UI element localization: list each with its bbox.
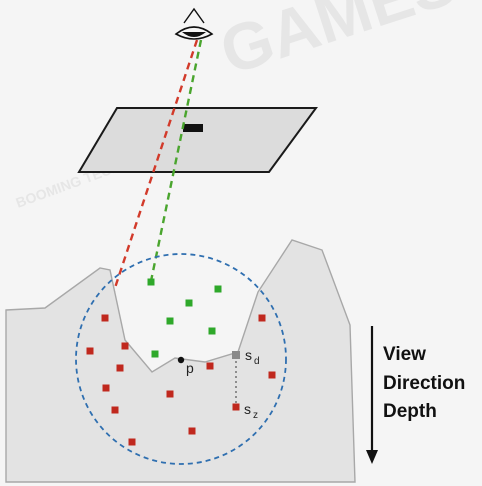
ray-to-occluded-sample <box>103 39 199 319</box>
sample-red <box>128 438 136 446</box>
point-p-marker <box>177 356 185 364</box>
sample-red <box>166 390 174 398</box>
label-sz-sub: z <box>253 410 258 421</box>
label-direction: Direction <box>383 373 465 394</box>
ray-to-visible-sample <box>149 39 203 282</box>
sample-red <box>268 371 276 379</box>
sample-kernel-sphere <box>75 253 287 465</box>
sample-green <box>185 299 193 307</box>
sample-projected-sd <box>232 351 240 359</box>
sample-green <box>214 285 222 293</box>
label-sz-base: s <box>244 401 251 417</box>
label-sd-base: s <box>245 347 252 363</box>
label-sz: s z <box>244 401 258 421</box>
red-samples <box>86 314 276 446</box>
sample-red <box>206 362 214 370</box>
label-depth: Depth <box>383 401 437 422</box>
sample-red <box>111 406 119 414</box>
sample-green <box>166 317 174 325</box>
sample-green <box>151 350 159 358</box>
sample-green <box>147 278 155 286</box>
sample-red <box>101 314 109 322</box>
label-p: p <box>186 360 194 376</box>
label-sd: s d <box>245 347 260 367</box>
image-plane <box>77 107 318 173</box>
sample-green <box>208 327 216 335</box>
view-direction-arrow <box>366 326 378 464</box>
label-view: View <box>383 344 426 365</box>
sample-red <box>116 364 124 372</box>
pixel-cell <box>183 124 203 132</box>
sample-red <box>258 314 266 322</box>
eye-icon <box>174 7 214 40</box>
sample-red <box>86 347 94 355</box>
sample-red <box>121 342 129 350</box>
watermark-text: GAMES104 <box>211 0 482 88</box>
sample-red <box>232 403 240 411</box>
label-sd-sub: d <box>254 356 260 367</box>
sample-red <box>188 427 196 435</box>
green-samples <box>147 278 222 358</box>
sample-red <box>102 384 110 392</box>
